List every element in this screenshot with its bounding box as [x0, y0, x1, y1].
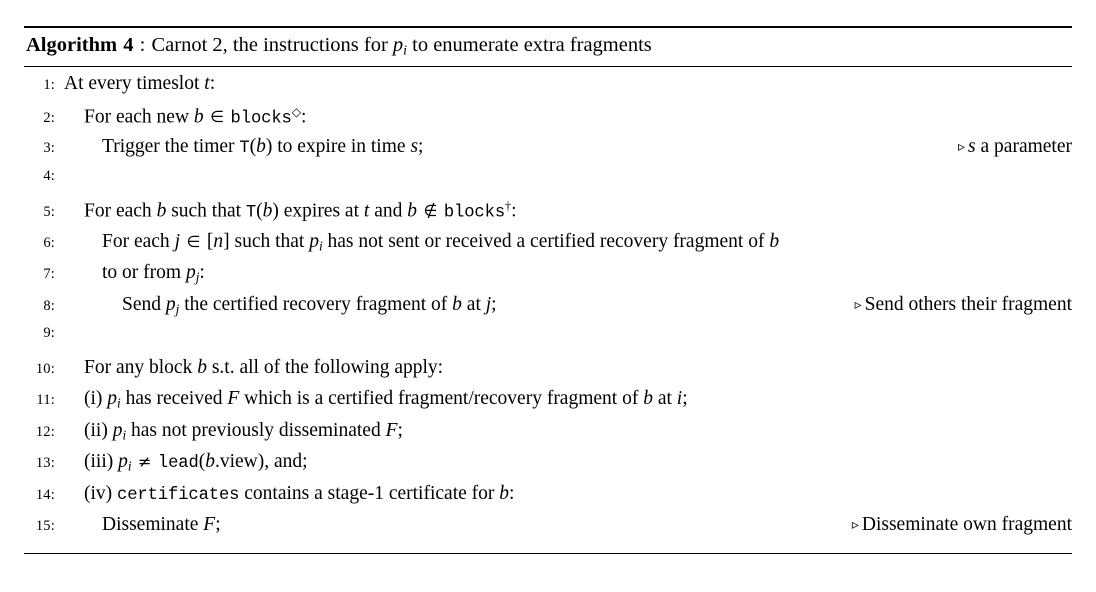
algorithm-line: 14: (iv) certificates contains a stage-1… — [24, 482, 1072, 516]
line-number: 1: — [43, 77, 55, 94]
line-content: (i) pi has received F which is a certifi… — [64, 389, 1072, 410]
line-number: 12: — [35, 423, 55, 440]
line-text: to or from pj: — [102, 262, 205, 285]
line-content: At every timeslot t: — [64, 74, 1072, 94]
line-number: 11: — [36, 392, 55, 409]
line-number: 15: — [35, 518, 55, 535]
bottom-rule — [24, 552, 1072, 554]
line-text: Send pj the certified recovery fragment … — [122, 293, 497, 316]
algorithm-line: 12: (ii) pi has not previously dissemina… — [24, 419, 1072, 453]
algorithm-line: 4: — [24, 169, 1072, 201]
comment-triangle-icon: ▹ — [851, 518, 859, 534]
line-text: (iii) pi ≠ lead(b.view), and; — [84, 451, 308, 474]
title-caption-var: pi — [392, 34, 408, 59]
line-number: 3: — [43, 140, 55, 157]
line-text: Disseminate F; — [102, 514, 221, 536]
line-content: For any block b s.t. all of the followin… — [64, 356, 1072, 378]
line-comment: ▹Send others their fragment — [854, 293, 1072, 315]
comment-triangle-icon: ▹ — [958, 140, 966, 156]
line-text: For any block b s.t. all of the followin… — [84, 356, 444, 378]
line-content: Send pj the certified recovery fragment … — [64, 293, 1072, 316]
algorithm-line: 10: For any block b s.t. all of the foll… — [24, 356, 1072, 390]
line-content: Trigger the timer T(b) to expire in time… — [64, 137, 1072, 157]
line-number: 10: — [35, 360, 55, 377]
header-rule — [24, 66, 1072, 68]
algorithm-line: 7: to or from pj: — [24, 263, 1072, 295]
line-content: For each b such that T(b) expires at t a… — [64, 200, 1072, 221]
line-comment: ▹s a parameter — [958, 136, 1072, 158]
line-number: 2: — [43, 109, 55, 126]
line-content: to or from pj: — [64, 263, 1072, 284]
line-content: (iii) pi ≠ lead(b.view), and; — [64, 452, 1072, 473]
line-text: (iv) certificates contains a stage-1 cer… — [84, 482, 515, 505]
line-text: At every timeslot t: — [64, 73, 216, 95]
line-text: For each j ∈ [n] such that pi has not se… — [102, 230, 780, 253]
algorithm-line: 2: For each new b ∈ blocks◇: — [24, 106, 1072, 138]
line-text: For each new b ∈ blocks◇: — [84, 104, 307, 128]
top-rule — [24, 26, 1072, 28]
line-number: 5: — [43, 204, 55, 221]
title-caption-post: to enumerate extra fragments — [407, 34, 652, 56]
title-caption-pre: Carnot 2, the instructions for — [151, 34, 393, 56]
algorithm-line: 13: (iii) pi ≠ lead(b.view), and; — [24, 452, 1072, 484]
algorithm-line: 15: Disseminate F; ▹Disseminate own frag… — [24, 515, 1072, 547]
line-comment: ▹Disseminate own fragment — [851, 514, 1072, 536]
line-content: For each j ∈ [n] such that pi has not se… — [64, 230, 1072, 253]
line-content: (ii) pi has not previously disseminated … — [64, 419, 1072, 442]
line-text: (ii) pi has not previously disseminated … — [84, 419, 403, 442]
line-text: (i) pi has received F which is a certifi… — [84, 388, 688, 411]
algorithm-line: 11: (i) pi has received F which is a cer… — [24, 389, 1072, 421]
algorithm-line: 9: — [24, 326, 1072, 358]
algorithm-line: 5: For each b such that T(b) expires at … — [24, 200, 1072, 232]
algorithm-number: 4 — [123, 34, 134, 56]
algorithm-body: 1: At every timeslot t: 2: For each new … — [24, 67, 1072, 553]
line-text: For each b such that T(b) expires at t a… — [84, 199, 517, 223]
line-number: 4: — [43, 167, 55, 184]
line-number: 13: — [35, 455, 55, 472]
line-text: Trigger the timer T(b) to expire in time… — [102, 136, 424, 159]
line-content: For each new b ∈ blocks◇: — [64, 106, 1072, 127]
algorithm-label: Algorithm — [26, 34, 118, 56]
line-number: 8: — [43, 297, 55, 314]
line-number: 6: — [43, 234, 55, 251]
line-number: 7: — [43, 266, 55, 283]
algorithm-line: 6: For each j ∈ [n] such that pi has not… — [24, 230, 1072, 264]
title-separator: : — [139, 34, 146, 56]
line-content: Disseminate F; ▹Disseminate own fragment — [64, 515, 1072, 535]
line-number: 14: — [35, 486, 55, 503]
algorithm-line: 8: Send pj the certified recovery fragme… — [24, 293, 1072, 327]
algorithm-line: 3: Trigger the timer T(b) to expire in t… — [24, 137, 1072, 169]
comment-triangle-icon: ▹ — [854, 297, 862, 313]
line-content: (iv) certificates contains a stage-1 cer… — [64, 482, 1072, 505]
line-number: 9: — [43, 325, 55, 342]
algorithm-line: 1: At every timeslot t: — [24, 74, 1072, 106]
